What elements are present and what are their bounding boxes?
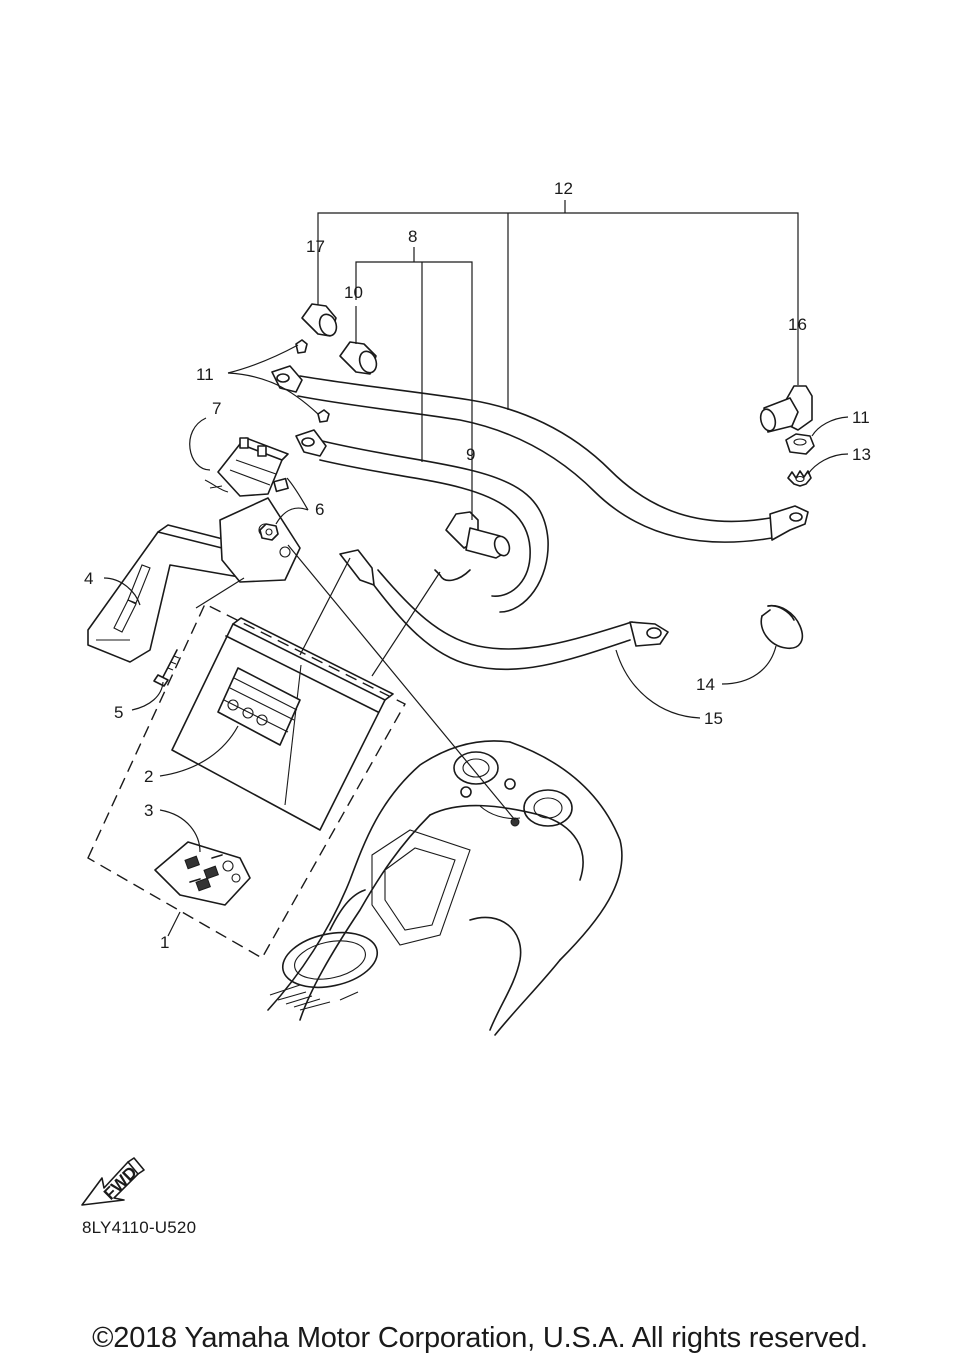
callout-16: 16 [788, 315, 807, 334]
diagram-code: 8LY4110-U520 [82, 1218, 197, 1237]
terminal-cover-9 [445, 511, 511, 559]
callout-11-left: 11 [196, 365, 214, 384]
callout-15: 15 [704, 709, 723, 728]
cable-band [760, 604, 804, 650]
callouts: 1 2 3 4 5 6 7 8 9 10 11 11 12 13 14 15 1… [84, 179, 871, 952]
callout-8: 8 [408, 227, 417, 246]
callout-2: 2 [144, 767, 153, 786]
relay-to-battery-cable [295, 429, 549, 613]
terminal-cover-16 [759, 385, 813, 433]
callout-3: 3 [144, 801, 153, 820]
callout-13: 13 [852, 445, 871, 464]
callout-1: 1 [160, 933, 169, 952]
terminal-cover-17 [301, 303, 338, 337]
terminal-hardware-kit [154, 841, 251, 906]
callout-10: 10 [344, 283, 363, 302]
fwd-arrow-icon: FWD [81, 1157, 145, 1206]
bracket-bolt [153, 649, 180, 687]
callout-11-right: 11 [852, 408, 870, 427]
callout-14: 14 [696, 675, 715, 694]
terminal-nut-upper [295, 339, 308, 354]
flange-nut [259, 523, 279, 541]
callout-12: 12 [554, 179, 573, 198]
callout-17: 17 [306, 237, 325, 256]
negative-battery-cable [339, 549, 669, 671]
battery-assembly-boundary [87, 603, 406, 959]
terminal-cover-10 [339, 341, 378, 375]
battery-bracket [87, 497, 301, 663]
leader-lines [103, 200, 849, 937]
terminal-nut-right [785, 433, 815, 455]
battery [171, 617, 394, 831]
positive-battery-cable [271, 365, 809, 543]
copyright-notice: ©2018 Yamaha Motor Corporation, U.S.A. A… [92, 1322, 868, 1354]
callout-7: 7 [212, 399, 221, 418]
starter-relay [204, 437, 289, 497]
hull-outline [267, 740, 623, 1036]
terminal-nut-lower [317, 409, 330, 423]
callout-4: 4 [84, 569, 93, 588]
lock-washer [787, 470, 812, 487]
callout-6: 6 [315, 500, 324, 519]
callout-5: 5 [114, 703, 123, 722]
callout-9: 9 [466, 445, 475, 464]
